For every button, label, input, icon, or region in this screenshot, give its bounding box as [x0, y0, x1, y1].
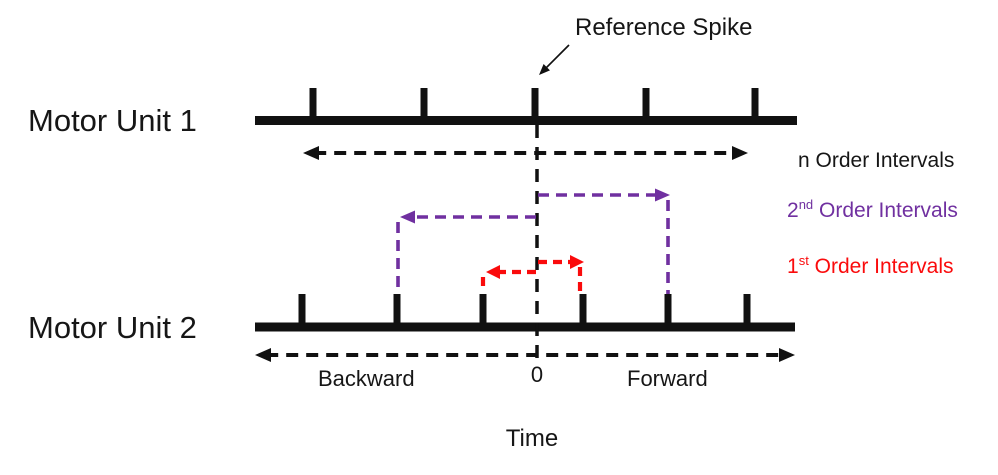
first-order-forward-arrow-head-end	[570, 255, 584, 269]
first-order-intervals-label: 1st Order Intervals	[787, 253, 954, 279]
n-order-span-arrow-head-end	[732, 146, 748, 160]
time-zero-label: 0	[530, 362, 544, 387]
n-order-span-arrow-head-start	[303, 146, 319, 160]
time-axis-title: Time	[505, 425, 559, 452]
reference-spike-label: Reference Spike	[575, 14, 753, 41]
first-order-text: Order Intervals	[808, 255, 954, 278]
motor-unit-1-label: Motor Unit 1	[28, 103, 197, 138]
second-order-intervals-label: 2nd Order Intervals	[787, 197, 958, 223]
first-order-number: 1	[787, 255, 799, 278]
backward-label: Backward	[318, 366, 415, 391]
motor-unit-2-label: Motor Unit 2	[28, 310, 197, 345]
second-order-ordinal-suffix: nd	[798, 197, 814, 212]
time-axis-arrow-head-start	[255, 348, 271, 362]
second-order-number: 2	[787, 199, 799, 222]
time-axis-arrow-head-end	[779, 348, 795, 362]
second-order-forward-arrow-head-end	[655, 188, 670, 202]
n-order-intervals-label: n Order Intervals	[798, 149, 955, 172]
forward-label: Forward	[627, 366, 708, 391]
second-order-backward-arrow-head-end	[400, 210, 415, 224]
reference-spike-pointer	[543, 44, 570, 71]
first-order-backward-arrow-head-end	[486, 265, 500, 279]
first-order-ordinal-suffix: st	[798, 253, 809, 268]
second-order-text: Order Intervals	[813, 199, 958, 222]
